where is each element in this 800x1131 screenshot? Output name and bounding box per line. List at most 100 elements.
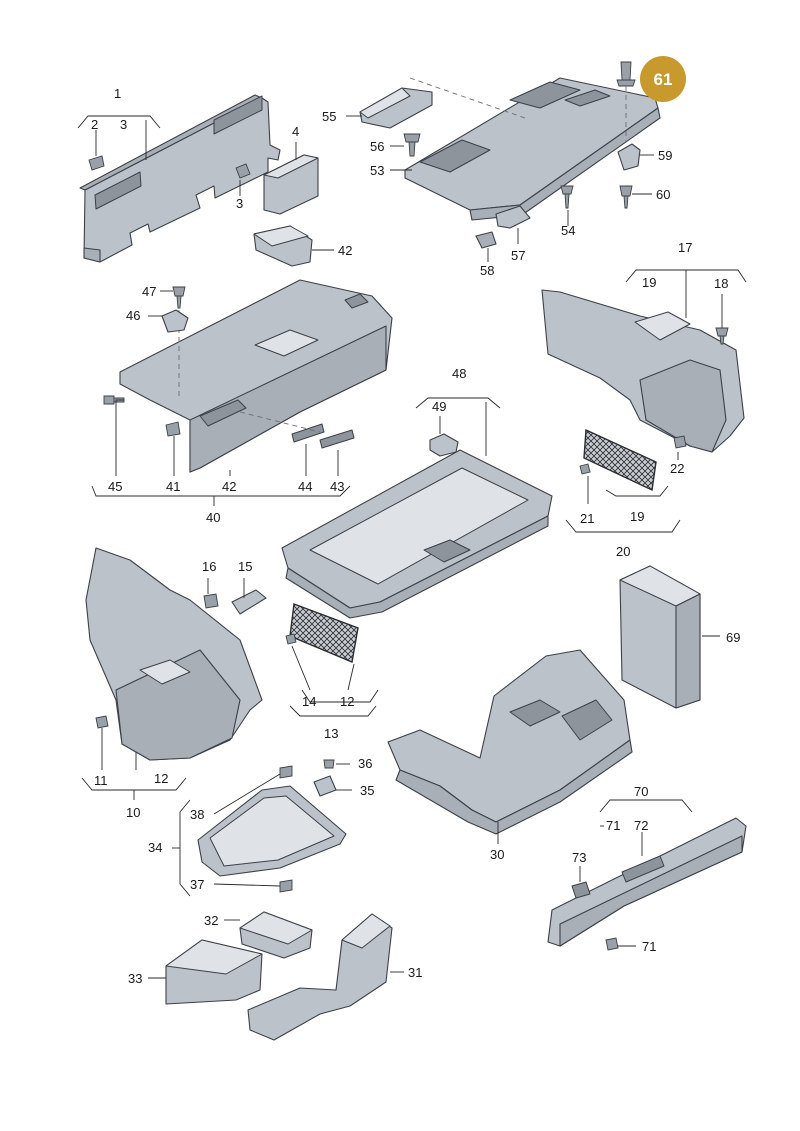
label-59: 59 — [658, 148, 672, 163]
label-16: 16 — [202, 559, 216, 574]
label-34: 34 — [148, 840, 162, 855]
screw-part-18 — [715, 327, 729, 345]
rear-panel-trim-part — [79, 94, 281, 263]
label-49: 49 — [432, 399, 446, 414]
label-57: 57 — [511, 248, 525, 263]
cover-part-4 — [263, 154, 319, 215]
clip-part-38 — [279, 765, 293, 779]
label-4: 4 — [292, 124, 299, 139]
net-part-19 — [583, 428, 657, 492]
clip-part-21 — [579, 463, 591, 475]
label-31: 31 — [408, 965, 422, 980]
label-38: 38 — [190, 807, 204, 822]
duct-part-31 — [247, 913, 393, 1041]
clip-part-57 — [495, 205, 531, 229]
badge-part-43 — [319, 429, 355, 449]
bracket-part-55 — [359, 87, 433, 129]
assembly-line-44 — [239, 411, 321, 433]
hook-part-15 — [231, 589, 267, 615]
label-72: 72 — [634, 818, 648, 833]
label-54: 54 — [561, 223, 575, 238]
fastener-part-16 — [203, 593, 219, 609]
label-30: 30 — [490, 847, 504, 862]
label-58: 58 — [480, 263, 494, 278]
assembly-line-55 — [409, 77, 526, 119]
label-45: 45 — [108, 479, 122, 494]
label-12: 12 — [340, 694, 354, 709]
label-53: 53 — [370, 163, 384, 178]
cover-part-34 — [197, 785, 347, 877]
clip-part-58 — [475, 231, 497, 249]
label-3: 3 — [236, 196, 243, 211]
clip-part-11 — [95, 715, 109, 729]
label-35: 35 — [360, 783, 374, 798]
label-71: 71 — [642, 939, 656, 954]
clip-part-37 — [279, 879, 293, 893]
label-42: 42 — [338, 243, 352, 258]
callout-labels: 1 2 3 3 4 55 56 53 54 57 58 59 60 42 47 … — [91, 86, 740, 986]
screw-part-47 — [172, 286, 186, 309]
label-48: 48 — [452, 366, 466, 381]
label-15: 15 — [238, 559, 252, 574]
label-3: 3 — [120, 117, 127, 132]
side-trim-left-part-10 — [85, 547, 263, 761]
label-18: 18 — [714, 276, 728, 291]
clip-part-3 — [235, 163, 251, 179]
label-56: 56 — [370, 139, 384, 154]
label-47: 47 — [142, 284, 156, 299]
label-13: 13 — [324, 726, 338, 741]
highlight-badge-61[interactable]: 61 — [640, 56, 686, 102]
label-55: 55 — [322, 109, 336, 124]
label-41: 41 — [166, 479, 180, 494]
lock-part-35 — [313, 775, 337, 797]
floor-tray-part-53 — [404, 77, 661, 221]
highlight-badge-label: 61 — [654, 70, 673, 89]
badge-part-72 — [621, 855, 665, 883]
module-part-32 — [239, 911, 313, 959]
label-44: 44 — [298, 479, 312, 494]
sill-trim-part-70 — [547, 817, 747, 947]
screw-part-56 — [403, 133, 421, 157]
label-11: 11 — [94, 773, 108, 788]
clip-part-2 — [88, 155, 105, 171]
label-70: 70 — [634, 784, 648, 799]
clip-part-71 — [605, 937, 619, 951]
clip-part-46 — [161, 309, 189, 333]
label-69: 69 — [726, 630, 740, 645]
label-14: 14 — [302, 694, 316, 709]
screw-part-54 — [560, 185, 574, 209]
label-37: 37 — [190, 877, 204, 892]
label-42: 42 — [222, 479, 236, 494]
leader-lines — [77, 115, 747, 979]
label-12: 12 — [154, 771, 168, 786]
label-71: 71 — [606, 818, 620, 833]
label-73: 73 — [572, 850, 586, 865]
clip-part-59 — [617, 143, 641, 171]
label-60: 60 — [656, 187, 670, 202]
boot-lid-trim-part-40 — [119, 279, 393, 473]
label-19: 19 — [630, 509, 644, 524]
net-part-12 — [289, 603, 359, 663]
fastener-part-61 — [616, 61, 636, 87]
cover-part-33 — [165, 939, 263, 1005]
bag-part-69 — [619, 565, 701, 709]
label-33: 33 — [128, 971, 142, 986]
label-20: 20 — [616, 544, 630, 559]
label-1: 1 — [114, 86, 121, 101]
screw-part-60 — [619, 185, 633, 209]
clip-part-41 — [165, 421, 181, 437]
label-2: 2 — [91, 117, 98, 132]
label-36: 36 — [358, 756, 372, 771]
label-10: 10 — [126, 805, 140, 820]
label-21: 21 — [580, 511, 594, 526]
label-19: 19 — [642, 275, 656, 290]
screw-part-36 — [323, 759, 335, 769]
highlight-badge-circle — [640, 56, 686, 102]
clip-part-22 — [673, 435, 687, 449]
label-22: 22 — [670, 461, 684, 476]
side-trim-right-part-17 — [541, 289, 745, 453]
label-40: 40 — [206, 510, 220, 525]
clip-part-73 — [571, 881, 591, 899]
foam-insert-part-30 — [387, 649, 633, 835]
